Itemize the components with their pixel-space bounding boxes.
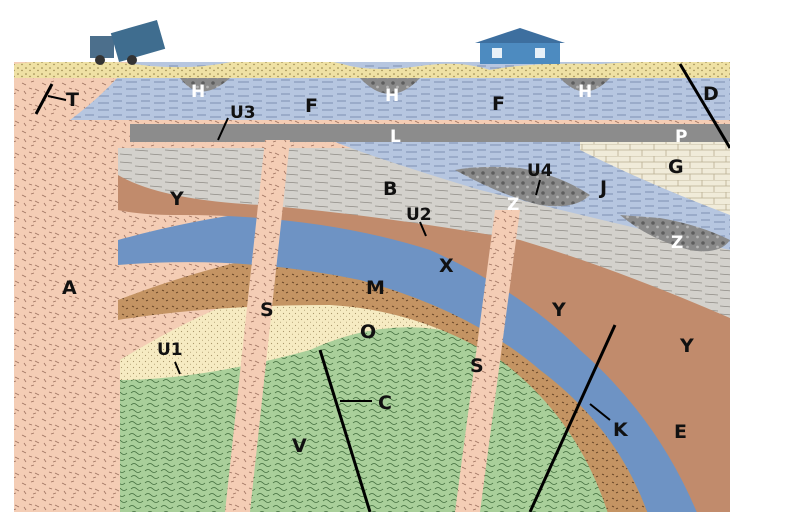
- pointer-k: [589, 403, 611, 421]
- label-v: V: [292, 435, 307, 457]
- label-h-right: H: [578, 82, 592, 102]
- label-p: P: [675, 127, 687, 147]
- label-y-far-right: Y: [679, 335, 694, 357]
- dump-truck-icon: [90, 19, 166, 65]
- fault-d: [678, 63, 730, 149]
- pointer-t: [47, 95, 67, 101]
- fault-c: [318, 349, 372, 512]
- label-l: L: [390, 127, 401, 147]
- label-f-right: F: [492, 93, 505, 115]
- label-m: M: [366, 277, 385, 299]
- unit-s-right-dike: [455, 210, 520, 512]
- pointer-u4: [535, 179, 541, 196]
- label-d: D: [703, 83, 719, 105]
- unit-h-right: [560, 78, 610, 92]
- unit-s-left-dike: [225, 140, 290, 512]
- unit-g-limestone: [580, 140, 730, 215]
- label-z-upper: Z: [507, 195, 519, 215]
- topsoil: [14, 62, 730, 78]
- label-y-left: Y: [169, 188, 184, 210]
- house-icon: [475, 28, 565, 64]
- label-h-left: H: [191, 82, 205, 102]
- unit-z-lower: [620, 215, 730, 252]
- label-u4: U4: [527, 161, 553, 181]
- pointer-u3: [217, 117, 229, 141]
- label-c: C: [378, 392, 392, 414]
- label-a: A: [62, 277, 77, 299]
- label-b: B: [383, 178, 397, 200]
- fault-k: [528, 324, 617, 512]
- label-e: E: [674, 421, 687, 443]
- label-u2: U2: [406, 205, 432, 225]
- unit-h-left: [180, 78, 230, 92]
- label-g: G: [668, 156, 684, 178]
- label-k: K: [613, 419, 629, 441]
- fault-t: [34, 83, 54, 115]
- label-o: O: [360, 321, 376, 343]
- pointer-u2: [419, 221, 427, 237]
- label-t: T: [66, 89, 79, 111]
- unit-z-upper: [455, 166, 590, 207]
- label-z-lower: Z: [671, 233, 683, 253]
- label-x: X: [439, 255, 454, 277]
- unit-h-middle: [360, 78, 420, 94]
- label-u1: U1: [157, 340, 183, 360]
- label-h-middle: H: [385, 86, 399, 106]
- label-s-right: S: [470, 355, 484, 377]
- label-y-right: Y: [551, 299, 566, 321]
- label-u3: U3: [230, 103, 256, 123]
- unit-l-layer: [130, 124, 730, 142]
- label-s-left: S: [260, 299, 274, 321]
- label-j: J: [598, 177, 607, 199]
- pointer-u1: [174, 361, 181, 375]
- label-f-left: F: [305, 95, 318, 117]
